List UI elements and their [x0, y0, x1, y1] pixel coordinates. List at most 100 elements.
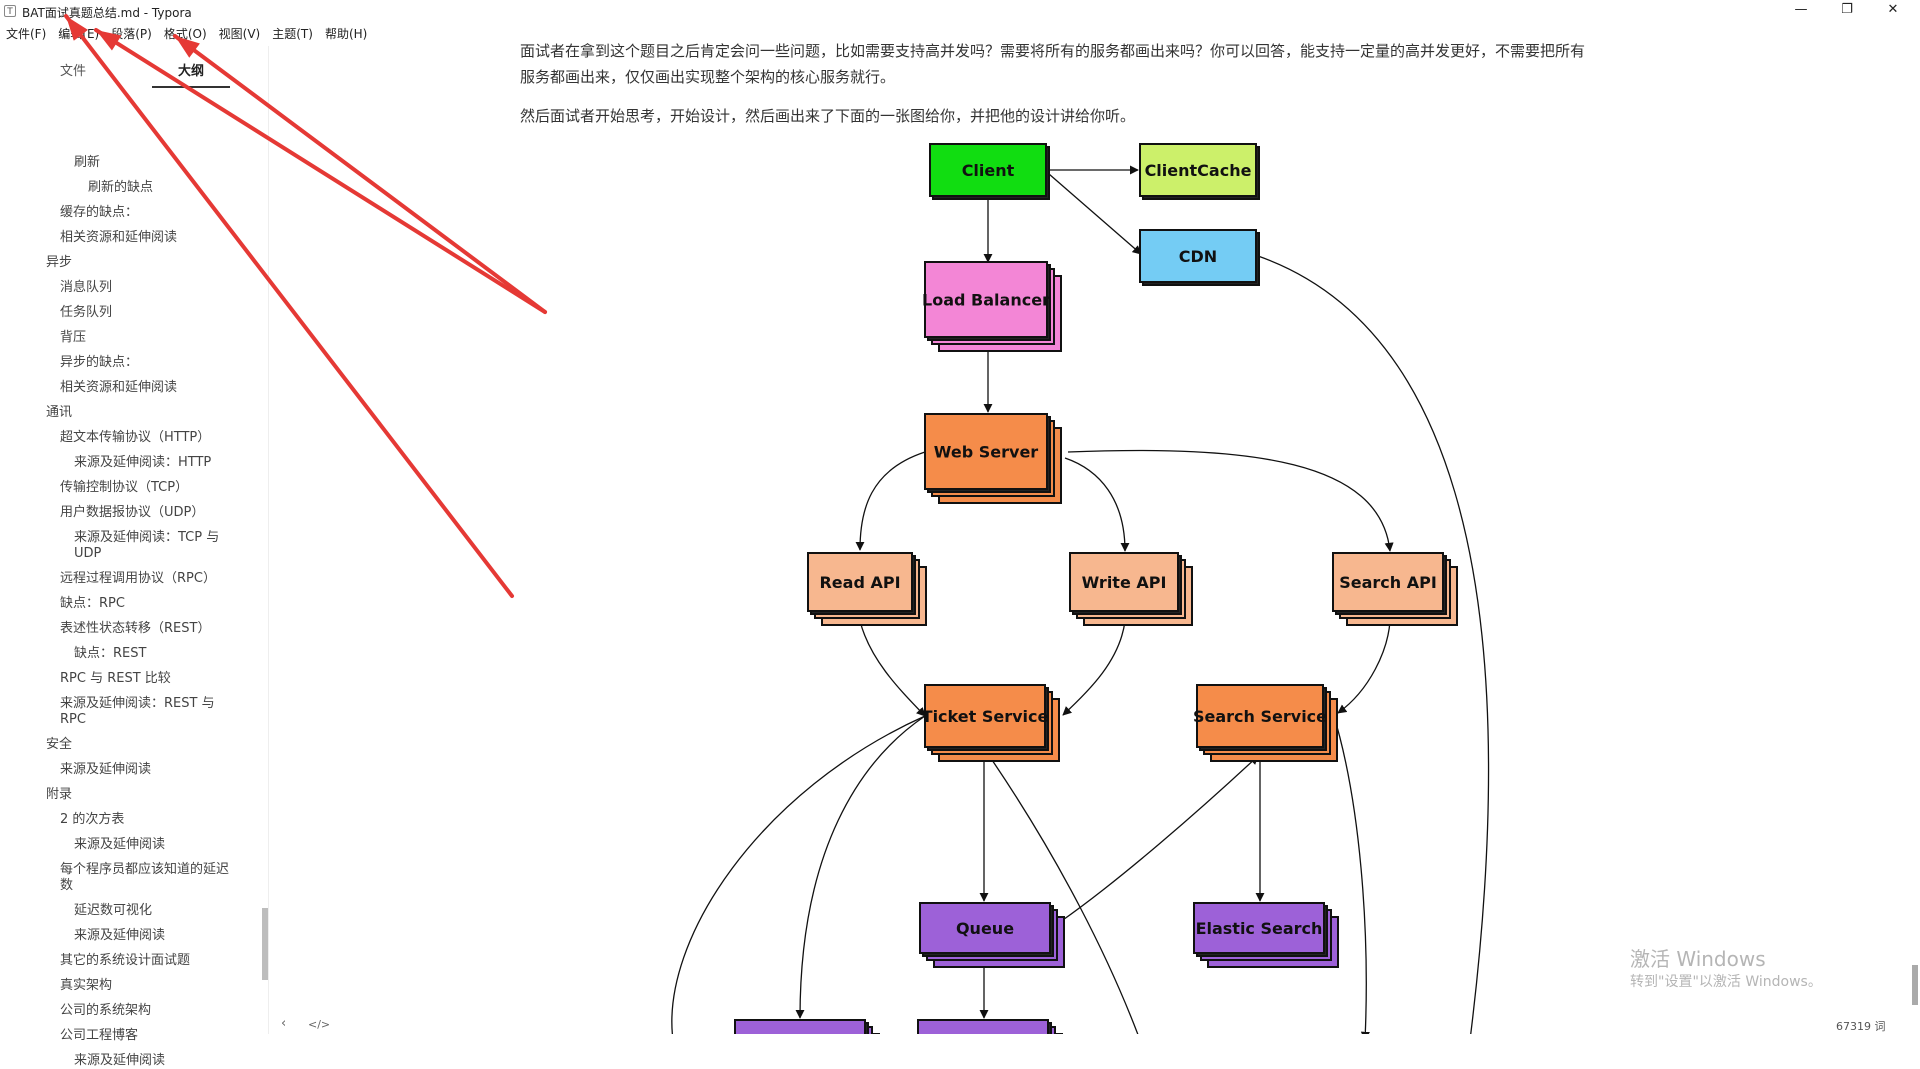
node-client: Client	[929, 143, 1050, 200]
annotation-arrow-1	[64, 14, 514, 598]
outline-item[interactable]: UDP	[74, 546, 102, 561]
sidebar: 文件 大纲 刷新刷新的缺点缓存的缺点：相关资源和延伸阅读异步消息队列任务队列背压…	[0, 46, 269, 1068]
outline-item[interactable]: 2 的次方表	[60, 812, 125, 827]
annotation-arrow-2	[94, 28, 547, 314]
edge-web-write	[1064, 457, 1130, 552]
menu-file[interactable]: 文件(F)	[6, 27, 47, 41]
edge-ticket-down-right	[989, 756, 1139, 1034]
paragraph-1-line-1: 面试者在拿到这个题目之后肯定会问一些问题，比如需要支持高并发吗？需要将所有的服务…	[520, 42, 1586, 60]
node-cdn: CDN	[1139, 229, 1260, 286]
active-tab-indicator	[152, 86, 230, 88]
node-label-clientcache: ClientCache	[1145, 161, 1252, 180]
node-label-ticket: Ticket Service	[922, 707, 1049, 726]
outline-item[interactable]: 安全	[46, 737, 73, 752]
node-searchsvc: Search Service	[1193, 684, 1338, 762]
outline-item[interactable]: 真实架构	[60, 978, 113, 993]
node-read: Read API	[807, 552, 927, 626]
paragraph-2: 然后面试者开始思考，开始设计，然后画出来了下面的一张图给你，并把他的设计讲给你听…	[520, 107, 1136, 125]
node-label-es: Elastic Search	[1196, 919, 1323, 938]
sidebar-scrollbar-thumb[interactable]	[262, 908, 268, 980]
outline-item[interactable]: 用户数据报协议（UDP）	[60, 505, 205, 520]
outline-item[interactable]: 来源及延伸阅读	[74, 837, 166, 852]
menu-bar: 文件(F)编辑(E)段落(P)格式(O)视图(V)主题(T)帮助(H)	[0, 24, 373, 44]
node-label-write: Write API	[1082, 573, 1167, 592]
node-clientcache: ClientCache	[1139, 143, 1260, 200]
outline-item[interactable]: 刷新	[74, 155, 101, 170]
source-code-toggle-icon[interactable]: </>	[308, 1018, 331, 1031]
node-p2	[917, 1019, 1063, 1034]
edge-write-ticket	[1062, 620, 1126, 716]
outline-item[interactable]: 其它的系统设计面试题	[60, 953, 191, 968]
tab-files[interactable]: 文件	[60, 64, 87, 79]
edge-web-search	[1067, 449, 1394, 552]
node-label-searchsvc: Search Service	[1193, 707, 1327, 726]
outline-item[interactable]: 缓存的缺点：	[60, 205, 139, 220]
node-p1	[734, 1019, 880, 1034]
outline-item[interactable]: 数	[60, 878, 74, 893]
menu-paragraph[interactable]: 段落(P)	[111, 27, 152, 41]
outline-item[interactable]: 任务队列	[60, 305, 113, 320]
outline-item[interactable]: 每个程序员都应该知道的延迟	[60, 862, 230, 877]
menu-theme[interactable]: 主题(T)	[272, 27, 313, 41]
outline-toggle-icon[interactable]: ‹	[281, 1016, 287, 1031]
outline-item[interactable]: 相关资源和延伸阅读	[60, 380, 178, 395]
node-write: Write API	[1069, 552, 1193, 626]
outline-item[interactable]: 通讯	[46, 405, 73, 420]
outline-item[interactable]: 来源及延伸阅读：TCP 与	[74, 530, 220, 545]
outline-item[interactable]: 缺点：REST	[74, 646, 147, 661]
edge-read-ticket	[859, 620, 926, 717]
outline-item[interactable]: 附录	[46, 787, 73, 802]
typora-app-icon: T	[4, 5, 16, 17]
edge-ticket-p1	[795, 715, 926, 1019]
edge-search-searchsvc	[1337, 620, 1391, 714]
edge-client-cdn	[1048, 173, 1142, 255]
node-queue: Queue	[919, 902, 1065, 968]
close-button[interactable]: ✕	[1887, 2, 1899, 17]
outline-item[interactable]: 来源及延伸阅读：REST 与	[60, 696, 215, 711]
word-count[interactable]: 67319 词	[1836, 1020, 1886, 1033]
activate-windows-hint: 转到"设置"以激活 Windows。	[1630, 974, 1822, 990]
node-web: Web Server	[924, 413, 1062, 504]
node-label-read: Read API	[819, 573, 900, 592]
outline-item[interactable]: 缺点：RPC	[60, 596, 125, 611]
annotation-arrow-3	[173, 34, 547, 314]
outline-item[interactable]: RPC	[60, 712, 86, 727]
outline-item[interactable]: 异步的缺点：	[60, 355, 139, 370]
menu-view[interactable]: 视图(V)	[218, 27, 261, 41]
node-lb: Load Balancer	[922, 261, 1062, 352]
outline-item[interactable]: 来源及延伸阅读	[60, 762, 152, 777]
edge-cdn-down	[1257, 255, 1490, 1034]
outline-item[interactable]: 消息队列	[60, 280, 113, 295]
edge-queue-searchsvc	[1059, 755, 1259, 923]
outline-item[interactable]: 远程过程调用协议（RPC）	[60, 571, 216, 586]
node-label-web: Web Server	[934, 443, 1039, 462]
node-search: Search API	[1332, 552, 1458, 626]
activate-windows-title: 激活 Windows	[1630, 947, 1766, 971]
outline-item[interactable]: 表述性状态转移（REST）	[60, 621, 211, 636]
maximize-button[interactable]: ❐	[1841, 2, 1853, 17]
edge-web-read	[855, 451, 926, 551]
node-label-search: Search API	[1339, 573, 1437, 592]
node-label-cdn: CDN	[1179, 247, 1217, 266]
node-ticket: Ticket Service	[922, 684, 1060, 762]
tab-outline[interactable]: 大纲	[178, 64, 205, 79]
edge-ticket-down-left	[671, 715, 926, 1034]
outline-item[interactable]: 延迟数可视化	[74, 903, 153, 918]
edge-searchsvc-from-below	[1332, 712, 1370, 1034]
outline-item[interactable]: 来源及延伸阅读	[74, 1053, 166, 1068]
outline-item[interactable]: 来源及延伸阅读	[74, 928, 166, 943]
outline-item[interactable]: RPC 与 REST 比较	[60, 671, 171, 686]
outline-item[interactable]: 公司的系统架构	[60, 1003, 152, 1018]
outline-item[interactable]: 刷新的缺点	[88, 180, 154, 195]
outline-item[interactable]: 传输控制协议（TCP）	[60, 480, 189, 495]
outline-item[interactable]: 相关资源和延伸阅读	[60, 230, 178, 245]
outline-item[interactable]: 超文本传输协议（HTTP）	[60, 430, 211, 445]
minimize-button[interactable]: —	[1794, 2, 1808, 17]
outline-item[interactable]: 来源及延伸阅读：HTTP	[74, 455, 212, 470]
editor-scrollbar-thumb[interactable]	[1912, 965, 1918, 1005]
outline-item[interactable]: 异步	[46, 255, 73, 270]
outline-item[interactable]: 背压	[60, 330, 87, 345]
node-label-lb: Load Balancer	[922, 291, 1050, 310]
node-es: Elastic Search	[1193, 902, 1339, 968]
menu-help[interactable]: 帮助(H)	[324, 27, 368, 41]
